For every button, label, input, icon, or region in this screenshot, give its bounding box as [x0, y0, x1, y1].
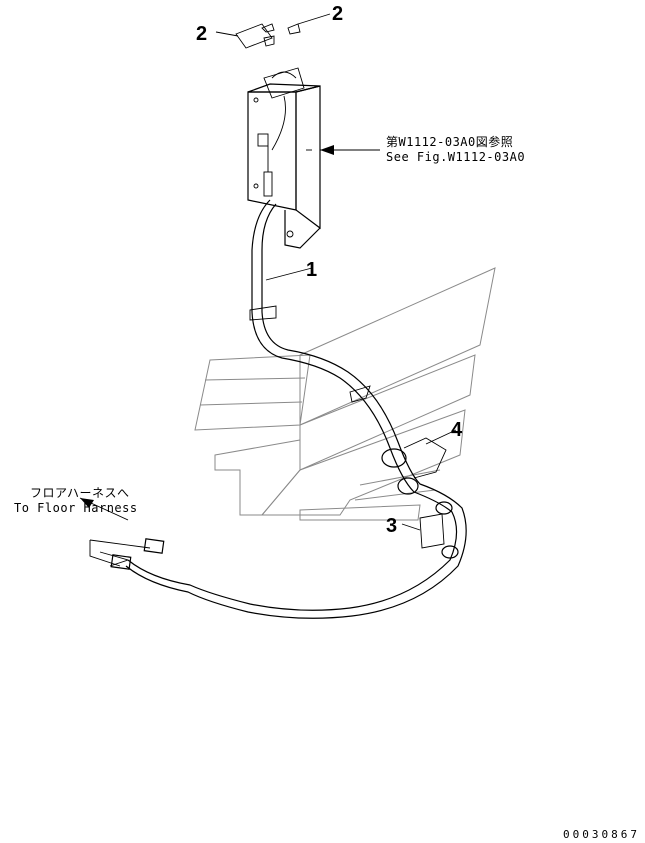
ref-note-jp: 第W1112-03A0図参照 [386, 134, 513, 149]
panel-assembly [247, 67, 321, 249]
ref-note-en: See Fig.W1112-03A0 [386, 150, 525, 164]
grommet-4 [381, 437, 447, 479]
clamp-3 [419, 501, 459, 559]
leader-lines [79, 13, 457, 531]
floor-note-jp: フロアハーネスへ [30, 486, 130, 500]
part-2-clip-set [235, 23, 275, 49]
grommet-2 [397, 477, 419, 495]
floor-note-en: To Floor Harness [14, 501, 138, 515]
main-harness [89, 199, 467, 619]
callout-2-left: 2 [196, 23, 207, 45]
callout-2-right: 2 [332, 3, 343, 25]
drawing-number: 00030867 [563, 828, 640, 841]
background-logo [194, 267, 496, 521]
part-2-clip [287, 23, 301, 35]
floor-connectors [110, 538, 165, 570]
callout-3: 3 [386, 515, 397, 537]
callout-1: 1 [306, 259, 317, 281]
callout-4: 4 [451, 419, 463, 441]
